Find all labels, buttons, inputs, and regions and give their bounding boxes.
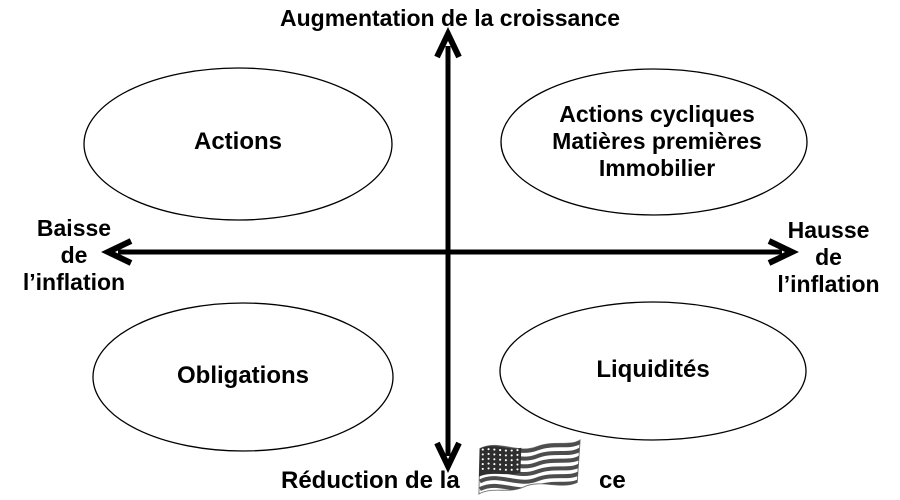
ellipse-top-right <box>500 68 808 216</box>
axis-left-line1: Baisse <box>36 215 112 241</box>
axis-label-inflation-down: Baisse de l’inflation <box>0 215 148 296</box>
us-flag-icon <box>478 439 581 495</box>
axis-right-line3: l’inflation <box>777 271 880 297</box>
axis-right-line1: Hausse <box>787 217 870 243</box>
axis-label-growth-down-part1: Réduction de la <box>281 467 460 494</box>
axis-left-line3: l’inflation <box>22 269 126 295</box>
ellipse-top-left <box>83 67 393 221</box>
arrowhead-right-icon <box>767 238 799 266</box>
quadrant-label-actions: Actions <box>193 128 282 155</box>
arrowhead-up-icon <box>434 27 462 59</box>
axis-label-inflation-up: Hausse de l’inflation <box>757 217 900 298</box>
axis-label-growth-up: Augmentation de la croissance <box>280 5 620 31</box>
quadrant-label-obligations: Obligations <box>177 362 309 389</box>
quadrant-label-liquidites: Liquidités <box>596 356 710 383</box>
ellipse-bottom-left <box>92 302 394 452</box>
arrowhead-left-icon <box>101 238 133 266</box>
axis-left-line2: de <box>60 242 88 268</box>
ellipse-bottom-right <box>499 301 807 441</box>
axis-right-line2: de <box>815 244 842 270</box>
arrowhead-down-icon <box>434 441 462 473</box>
quadrant-label-cyclicals: Actions cycliques Matières premières Imm… <box>552 101 762 181</box>
axis-label-growth-down-part2: ce <box>599 467 626 494</box>
